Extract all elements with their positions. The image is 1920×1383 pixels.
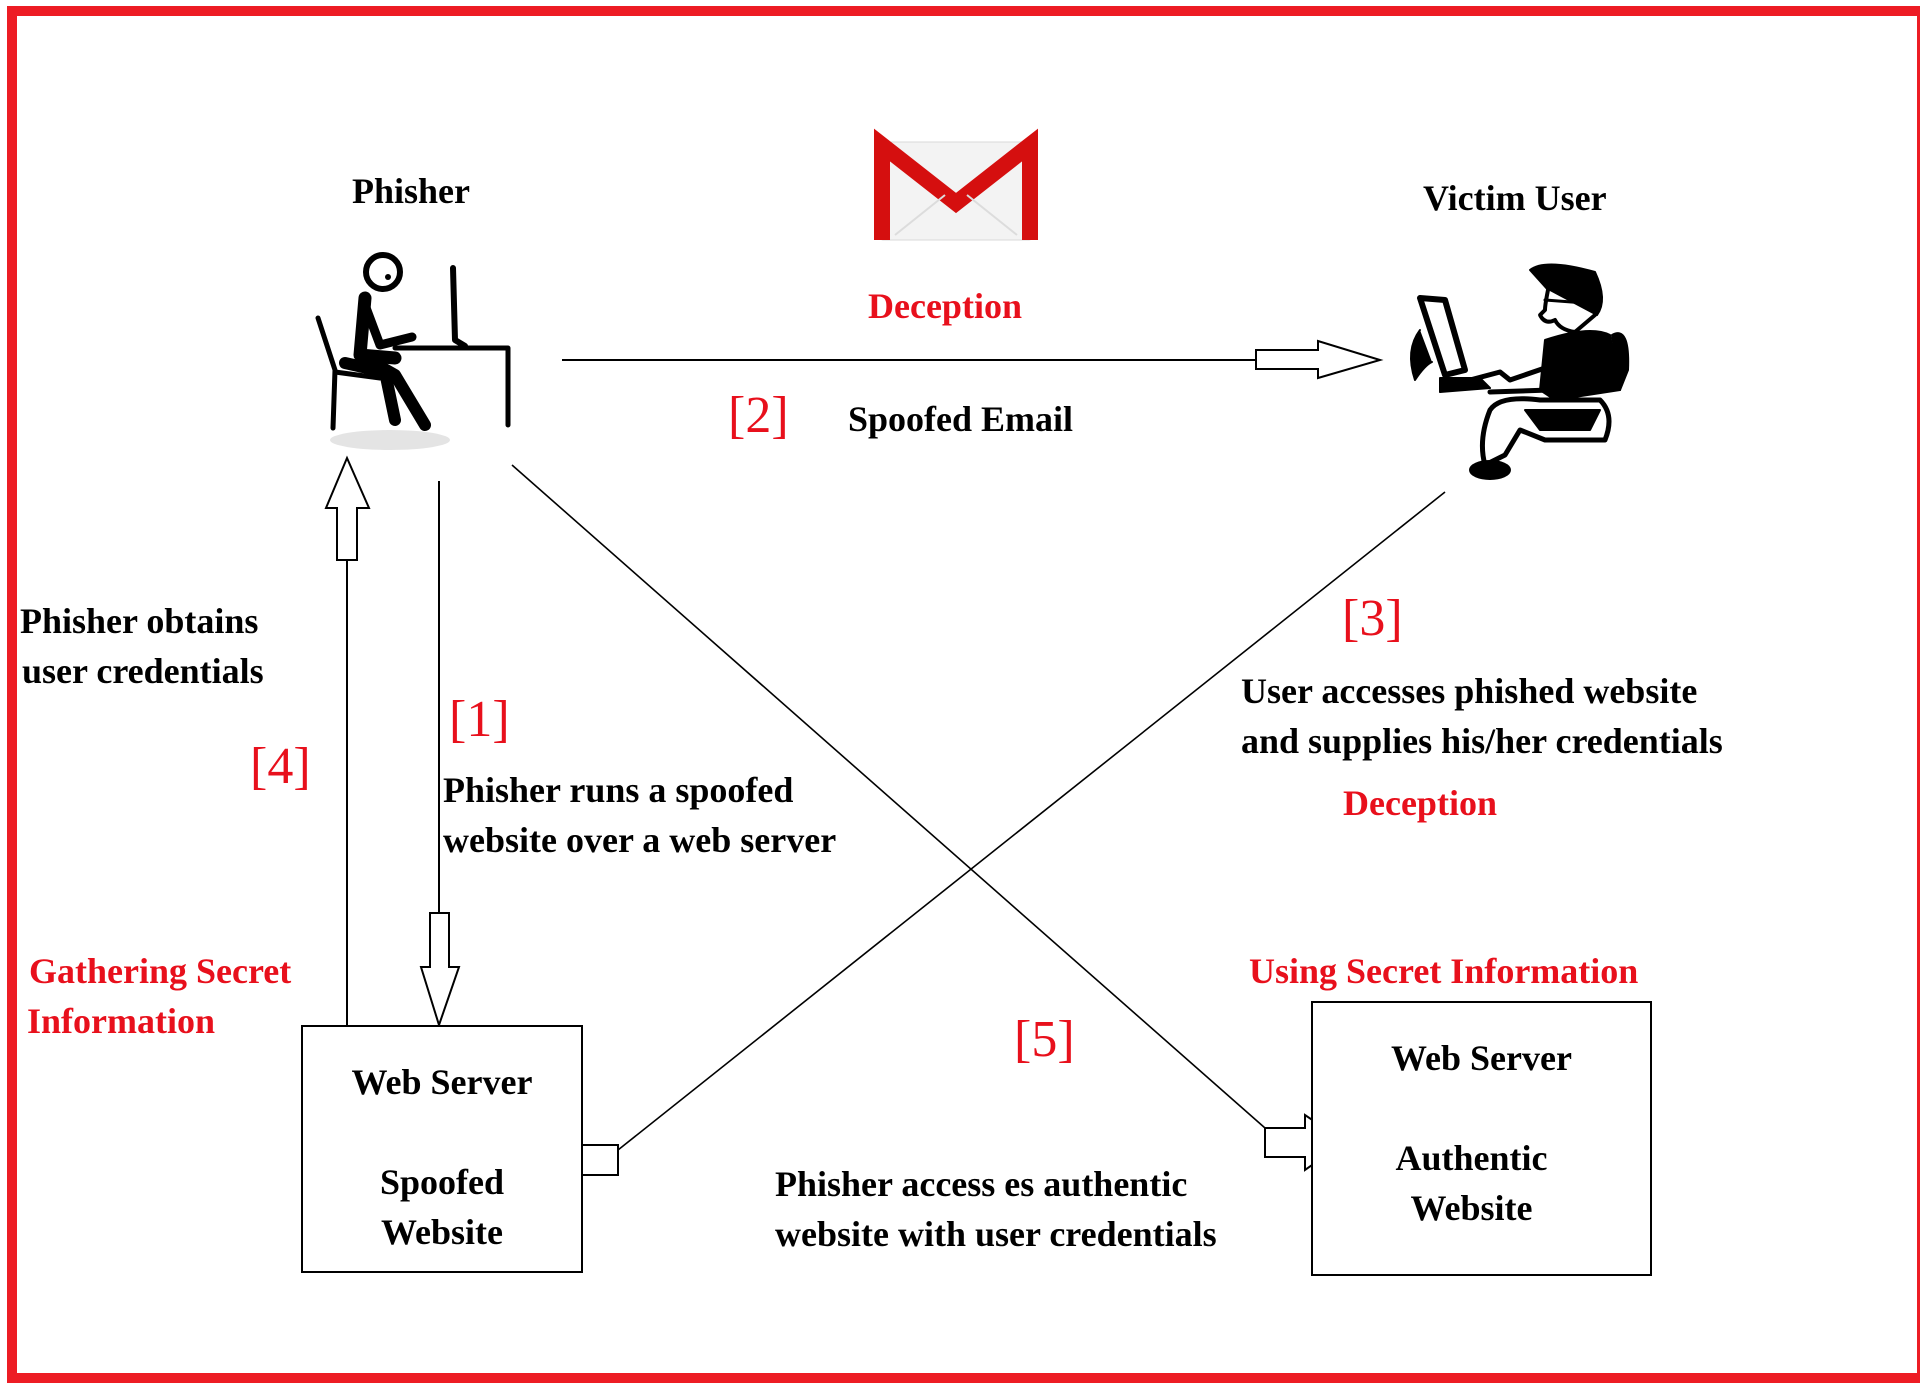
authentic-web-server-box: Web Server Authentic Website [1311, 1001, 1652, 1276]
gathering-phase-line-2: Information [27, 1001, 215, 1041]
step-2-number: [2] [728, 387, 789, 444]
step-4-line-2: user credentials [22, 651, 264, 691]
step-5-line-2: website with user credentials [775, 1214, 1217, 1254]
spoofed-server-title: Web Server [351, 1062, 533, 1102]
step-5-line-1: Phisher access es authentic [775, 1164, 1188, 1204]
step-4-number: [4] [250, 738, 311, 795]
step-5-number: [5] [1014, 1011, 1075, 1068]
step-3-line-2: and supplies his/her credentials [1241, 721, 1723, 761]
authentic-server-subtitle-2: Website [1410, 1188, 1533, 1228]
gathering-phase-line-1: Gathering Secret [29, 951, 292, 991]
step-1-line-2: website over a web server [443, 820, 837, 860]
phisher-access-arrow [511, 464, 1347, 1172]
victim-label: Victim User [1423, 178, 1607, 218]
spoofed-email-arrow [562, 339, 1384, 380]
step-3-number: [3] [1342, 590, 1403, 647]
email-deception-label: Deception [868, 286, 1022, 326]
phisher-label: Phisher [352, 171, 471, 211]
credentials-return-arrow [324, 455, 371, 1025]
run-spoofed-site-arrow [419, 481, 461, 1029]
step-1-number: [1] [449, 691, 510, 748]
step-4-line-1: Phisher obtains [20, 601, 259, 641]
spoofed-server-subtitle-1: Spoofed [379, 1162, 505, 1202]
authentic-server-subtitle-1: Authentic [1395, 1138, 1548, 1178]
step-2-description: Spoofed Email [848, 399, 1074, 439]
spoofed-web-server-box: Web Server Spoofed Website [301, 1025, 583, 1273]
step-1-line-1: Phisher runs a spoofed [443, 770, 794, 810]
authentic-server-title: Web Server [1391, 1038, 1572, 1078]
step-3-deception-label: Deception [1343, 783, 1497, 823]
spoofed-server-subtitle-2: Website [381, 1212, 503, 1252]
using-phase-label: Using Secret Information [1249, 951, 1639, 991]
step-3-line-1: User accesses phished website [1241, 671, 1698, 711]
